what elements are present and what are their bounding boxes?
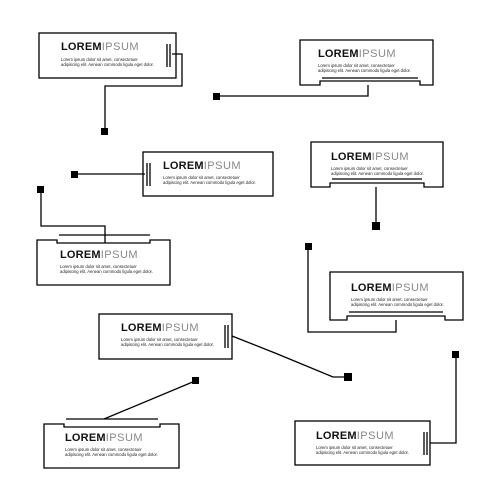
callout-3-title-bold: LOREM	[163, 160, 204, 172]
callout-4-line2: adipiscing elit. Aenean commodo ligula e…	[331, 171, 424, 177]
callout-1-title-bold: LOREM	[61, 41, 102, 53]
callout-frame-9	[294, 351, 459, 466]
callout-1-line1: Lorem ipsum dolor sit amet, consectetuer	[61, 57, 138, 62]
callout-3-title-light: IPSUM	[203, 160, 242, 172]
callout-1-line2: adipiscing elit. Aenean commodo ligula e…	[61, 62, 154, 68]
callout-frame-5	[36, 186, 171, 286]
callout-9-title: LOREMIPSUM	[316, 430, 394, 442]
callout-2-line1: Lorem ipsum dolor sit amet, consectetuer	[318, 63, 395, 68]
callout-2-line2: adipiscing elit. Aenean commodo ligula e…	[318, 68, 411, 74]
callout-5-title: LOREMIPSUM	[60, 249, 138, 261]
callout-3-line1: Lorem ipsum dolor sit amet, consectetuer	[163, 175, 240, 180]
callout-2-text: Lorem ipsum dolor sit amet, consectetuer…	[318, 63, 411, 74]
callout-4-title: LOREMIPSUM	[331, 151, 409, 163]
callout-3-line2: adipiscing elit. Aenean commodo ligula e…	[163, 180, 256, 186]
callout-6-text: Lorem ipsum dolor sit amet, consectetuer…	[351, 297, 444, 308]
callout-3-title: LOREMIPSUM	[163, 160, 241, 172]
callout-8-title: LOREMIPSUM	[65, 432, 143, 444]
callout-frame-2	[213, 39, 434, 100]
callout-3-text: Lorem ipsum dolor sit amet, consectetuer…	[163, 175, 256, 186]
callout-7-title-bold: LOREM	[121, 322, 162, 334]
connector-node-7	[344, 373, 352, 381]
callout-frame-3	[71, 151, 274, 197]
callout-frame-7	[98, 313, 352, 381]
callout-frame-6	[305, 243, 464, 333]
callout-9-text: Lorem ipsum dolor sit amet, consectetuer…	[316, 445, 409, 456]
callout-5-text: Lorem ipsum dolor sit amet, consectetuer…	[60, 264, 153, 275]
connector-node-6	[305, 243, 312, 250]
callout-6-title: LOREMIPSUM	[351, 282, 429, 294]
callout-9-title-light: IPSUM	[356, 430, 395, 442]
connector-node-1	[101, 128, 108, 135]
callout-8-text: Lorem ipsum dolor sit amet, consectetuer…	[65, 447, 158, 458]
callout-4-title-light: IPSUM	[371, 151, 410, 163]
callout-7-title: LOREMIPSUM	[121, 322, 199, 334]
callout-1-text: Lorem ipsum dolor sit amet, consectetuer…	[61, 57, 154, 68]
callout-2-title-light: IPSUM	[358, 48, 397, 60]
callout-8-line1: Lorem ipsum dolor sit amet, consectetuer	[65, 447, 142, 452]
callout-8-title-bold: LOREM	[65, 432, 106, 444]
callout-9-line1: Lorem ipsum dolor sit amet, consectetuer	[316, 445, 393, 450]
callout-7-text: Lorem ipsum dolor sit amet, consectetuer…	[121, 337, 214, 348]
callout-frame-8	[43, 377, 199, 469]
callout-9-title-bold: LOREM	[316, 430, 357, 442]
callout-4-title-bold: LOREM	[331, 151, 372, 163]
callout-2-title-bold: LOREM	[318, 48, 359, 60]
callout-6-title-bold: LOREM	[351, 282, 392, 294]
callout-7-title-light: IPSUM	[161, 322, 200, 334]
connector-node-8	[192, 377, 199, 384]
callout-1-title: LOREMIPSUM	[61, 41, 139, 53]
callout-frame-4	[310, 141, 444, 230]
callout-4-line1: Lorem ipsum dolor sit amet, consectetuer	[331, 166, 408, 171]
callout-5-title-light: IPSUM	[100, 249, 139, 261]
connector-node-2	[213, 93, 220, 100]
callout-1-title-light: IPSUM	[101, 41, 140, 53]
callout-6-line2: adipiscing elit. Aenean commodo ligula e…	[351, 302, 444, 308]
callout-frame-1	[38, 32, 183, 135]
callout-7-line2: adipiscing elit. Aenean commodo ligula e…	[121, 342, 214, 348]
connector-node-4	[372, 222, 380, 230]
callout-6-line1: Lorem ipsum dolor sit amet, consectetuer	[351, 297, 428, 302]
callout-7-line1: Lorem ipsum dolor sit amet, consectetuer	[121, 337, 198, 342]
callout-8-title-light: IPSUM	[105, 432, 144, 444]
callout-4-text: Lorem ipsum dolor sit amet, consectetuer…	[331, 166, 424, 177]
callout-5-line2: adipiscing elit. Aenean commodo ligula e…	[60, 269, 153, 275]
callout-8-line2: adipiscing elit. Aenean commodo ligula e…	[65, 452, 158, 458]
callout-6-title-light: IPSUM	[391, 282, 430, 294]
connector-node-3	[71, 171, 78, 178]
connector-node-9	[452, 351, 459, 358]
callout-9-line2: adipiscing elit. Aenean commodo ligula e…	[316, 450, 409, 456]
callout-2-title: LOREMIPSUM	[318, 48, 396, 60]
callout-5-line1: Lorem ipsum dolor sit amet, consectetuer	[60, 264, 137, 269]
callout-5-title-bold: LOREM	[60, 249, 101, 261]
connector-node-5	[37, 186, 44, 193]
